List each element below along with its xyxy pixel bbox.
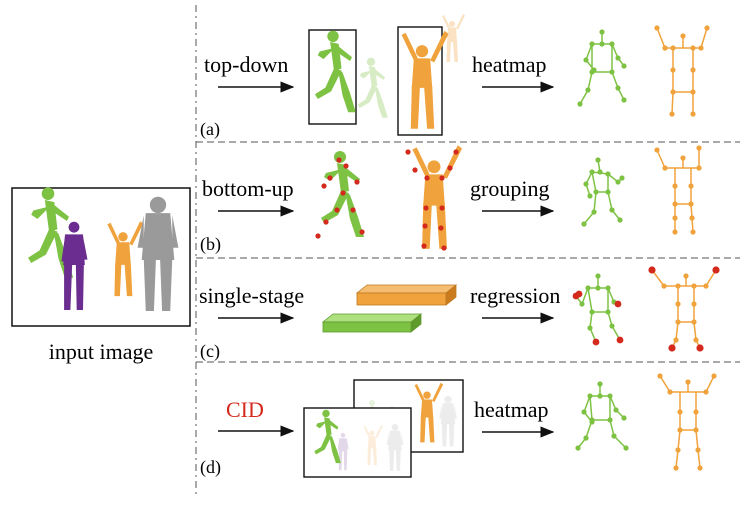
row-c-green-extra-keypoint [575, 290, 583, 298]
row-d-front-map [303, 407, 412, 478]
row-a-green-skeleton [577, 29, 627, 107]
row-d-method-label: CID [226, 397, 264, 422]
row-single-stage: single-stage regression [199, 266, 720, 362]
row-c-green-box [321, 313, 423, 333]
row-top-down: top-down heatmap [200, 14, 710, 140]
row-d-step-label: heatmap [474, 397, 549, 422]
row-b-method-label: bottom-up [202, 176, 294, 201]
row-a-method-label: top-down [204, 52, 288, 77]
row-a-runner-ghost [357, 57, 388, 118]
row-b-tag: (b) [200, 234, 221, 255]
row-b-raiser-keypoints [405, 149, 459, 251]
row-c-method-label: single-stage [199, 283, 304, 308]
row-d-orange-skeleton [657, 373, 717, 471]
input-image-panel: input image [11, 187, 191, 364]
row-b-orange-skeleton [654, 145, 702, 235]
row-b-runner-keypoints [315, 157, 365, 239]
input-image-caption: input image [49, 339, 153, 364]
row-a-tag: (a) [200, 119, 220, 140]
row-a-runner-silhouette [314, 30, 356, 113]
row-bottom-up: bottom-up grouping [200, 145, 702, 255]
row-a-step-label: heatmap [472, 52, 547, 77]
row-b-raiser-silhouette [412, 145, 463, 249]
row-c-green-skeleton [572, 273, 624, 346]
row-b-green-skeleton [581, 157, 625, 227]
row-cid: CID heatmap [200, 373, 717, 478]
row-b-step-label: grouping [470, 176, 549, 201]
row-c-orange-skeleton [648, 266, 720, 352]
row-c-orange-box [355, 284, 458, 306]
row-a-orange-skeleton [654, 25, 710, 117]
row-c-tag: (c) [200, 341, 220, 362]
row-d-tag: (d) [200, 457, 221, 478]
row-d-green-skeleton [575, 381, 629, 451]
row-c-step-label: regression [470, 283, 560, 308]
row-a-crop-box-2 [397, 26, 443, 136]
row-a-crop-box-1 [308, 29, 357, 125]
